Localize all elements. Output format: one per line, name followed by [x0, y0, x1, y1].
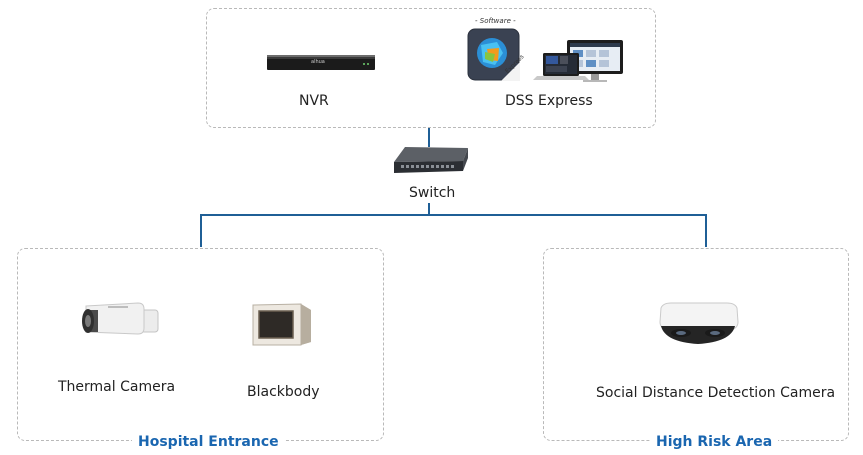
connector-switch-down: [428, 203, 430, 215]
dss-express-label: DSS Express: [505, 93, 593, 109]
high-risk-area-title: High Risk Area: [650, 434, 779, 450]
nvr-brand-text: alhua: [311, 59, 325, 65]
connector-horizontal: [200, 214, 706, 216]
connector-right-drop: [705, 214, 707, 247]
monitor-laptop-icon: [531, 39, 625, 84]
nvr-label: NVR: [299, 93, 329, 109]
top-group-box: [206, 8, 656, 128]
bullet-camera-icon: [80, 298, 162, 348]
hospital-entrance-title: Hospital Entrance: [132, 434, 285, 450]
dss-software-box-icon: Express: [467, 28, 526, 82]
blackbody-icon: [249, 300, 315, 346]
dss-software-tag: - Software -: [475, 17, 516, 25]
network-switch-icon: [389, 145, 471, 181]
switch-label: Switch: [409, 185, 456, 201]
thermal-camera-label: Thermal Camera: [58, 379, 176, 395]
connector-left-drop: [200, 214, 202, 247]
social-distance-camera-label: Social Distance Detection Camera: [596, 385, 836, 401]
blackbody-label: Blackbody: [247, 384, 320, 400]
dual-lens-camera-icon: [655, 302, 741, 346]
connector-top-to-switch: [428, 127, 430, 147]
nvr-recorder-icon: alhua: [266, 46, 376, 72]
hospital-entrance-box: [17, 248, 384, 441]
